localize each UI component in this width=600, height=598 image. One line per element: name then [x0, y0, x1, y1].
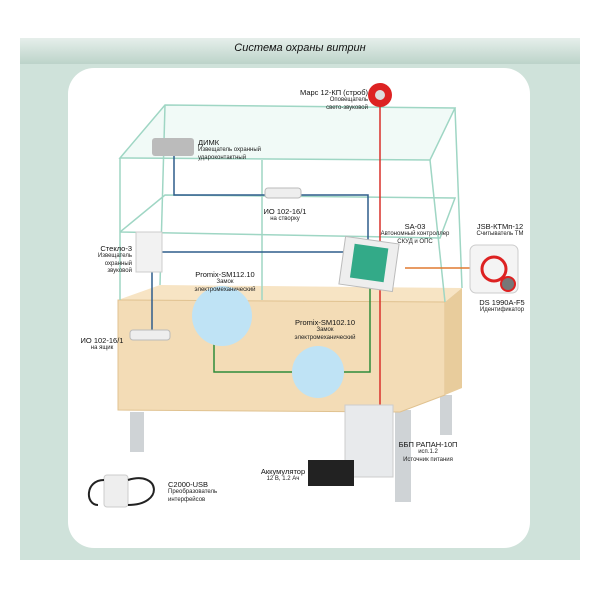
io-box-sensor: [129, 329, 171, 341]
cabinet-top: [118, 285, 462, 302]
cabinet-leg: [130, 412, 144, 452]
controller-board: [349, 243, 389, 283]
cabinet-leg: [395, 410, 411, 502]
usb-converter-device: [103, 474, 129, 508]
cabinet-side: [445, 288, 462, 395]
glass-case: [118, 104, 463, 303]
glass-break-detector: [135, 231, 163, 273]
diagram-title: Система охраны витрин: [234, 42, 366, 54]
lock-sm112-image: [192, 286, 252, 346]
cabinet-leg: [440, 395, 452, 435]
io-door-sensor: [264, 187, 302, 199]
dimk-device: [152, 138, 194, 156]
reader-ring: [480, 255, 508, 283]
cabinet-front: [117, 299, 446, 413]
siren-lens: [375, 90, 385, 100]
title-bar: [20, 38, 580, 64]
lock-sm102-image: [292, 346, 344, 398]
battery-device: [308, 460, 354, 486]
usb-cable: [88, 477, 155, 506]
ibutton-key: [500, 276, 516, 292]
